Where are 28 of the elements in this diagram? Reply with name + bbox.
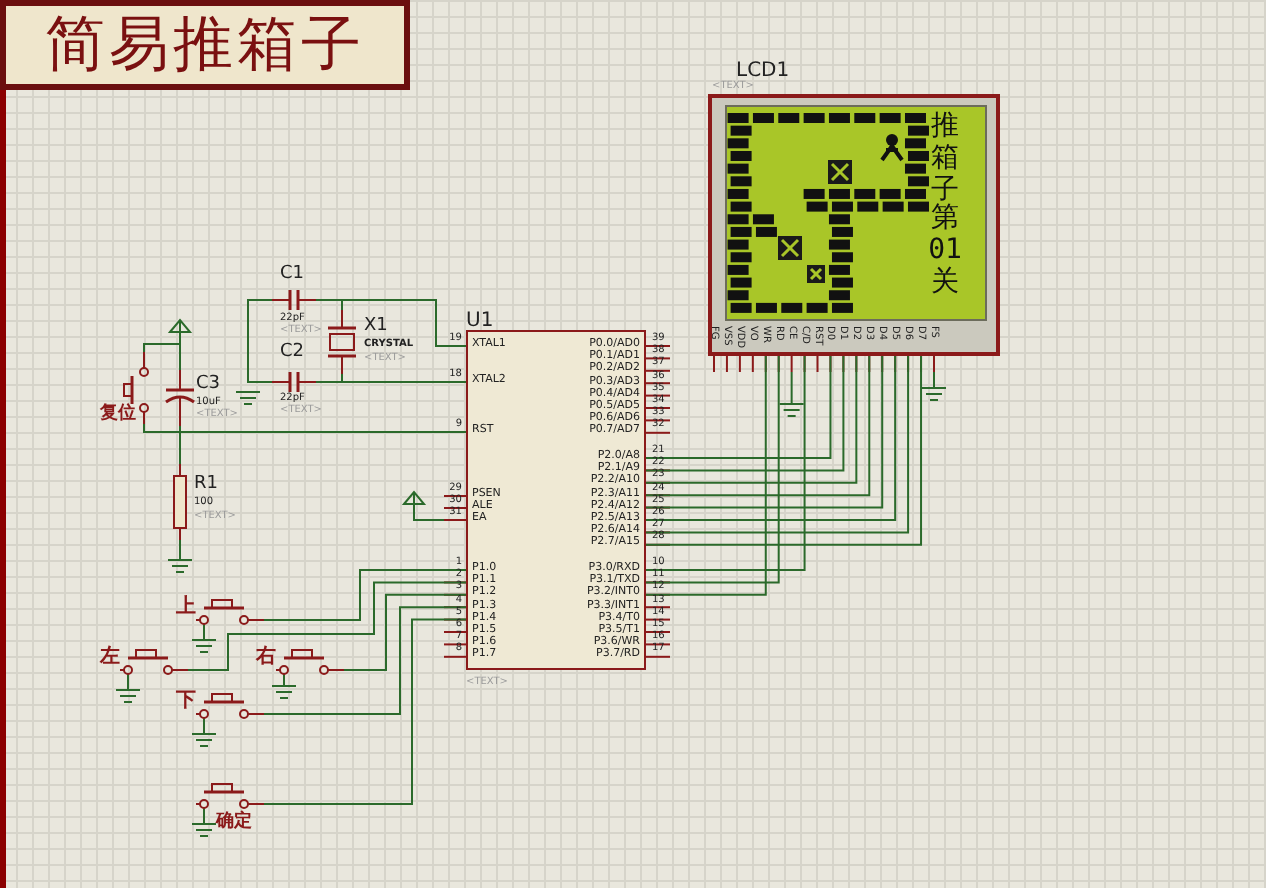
wire — [263, 569, 467, 621]
wire — [187, 581, 467, 671]
button-label: 上 — [176, 598, 196, 618]
button-label: 左 — [100, 648, 120, 668]
part-label: C3 — [196, 376, 221, 394]
screen-text: 第01关 — [928, 202, 962, 299]
button-label: 右 — [256, 648, 276, 668]
button-label: 确定 — [216, 814, 252, 832]
part-label: U1 — [466, 312, 494, 332]
wire — [315, 373, 343, 383]
wire — [263, 618, 467, 805]
wire — [645, 355, 806, 571]
wire — [645, 355, 832, 459]
wire — [343, 593, 467, 671]
wire — [143, 423, 467, 433]
part-label: X1 — [364, 318, 388, 336]
wire — [247, 299, 273, 383]
button-label: 复位 — [100, 406, 136, 424]
wire — [263, 606, 467, 715]
button-label: 下 — [176, 692, 196, 712]
part-label: C1 — [280, 266, 305, 284]
title: 简易推箱子 — [0, 0, 410, 90]
part-label: C2 — [280, 344, 305, 362]
part-label: LCD1 — [736, 62, 790, 82]
part-label: R1 — [194, 476, 218, 494]
wire — [179, 425, 181, 465]
wire — [315, 299, 343, 311]
wire — [143, 343, 181, 371]
